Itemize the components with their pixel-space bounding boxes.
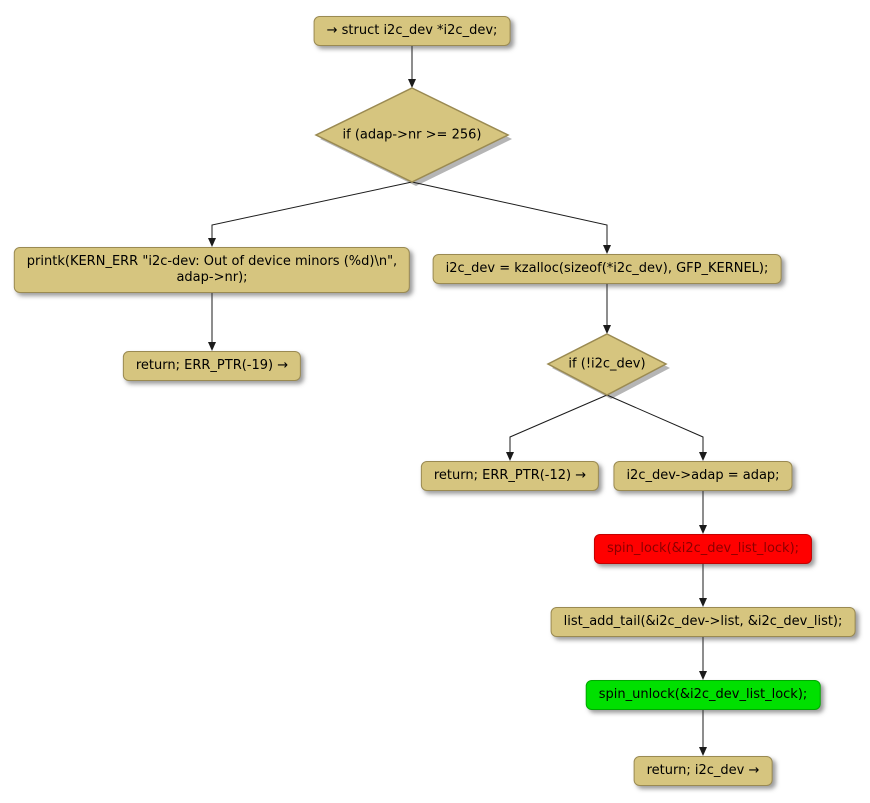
arrow-return12 [506,452,514,461]
arrow-cond-null [603,325,611,334]
arrow-return19 [208,342,216,351]
node-kzalloc: i2c_dev = kzalloc(sizeof(*i2c_dev), GFP_… [432,254,782,284]
node-list-add-tail: list_add_tail(&i2c_dev->list, &i2c_dev_l… [550,607,856,637]
arrow-kzalloc [603,245,611,254]
node-return-err-ptr-19: return; ERR_PTR(-19) → [122,351,302,381]
arrow-listadd [699,598,707,607]
label-cond-i2c-dev-null: if (!i2c_dev) [568,356,646,372]
printk-line-1: printk(KERN_ERR "i2c-dev: Out of device … [26,254,398,269]
node-spin-unlock: spin_unlock(&i2c_dev_list_lock); [585,680,821,710]
edge-cond-null-to-return12 [509,394,608,452]
arrow-return-dev [699,747,707,756]
arrow-assign [699,452,707,461]
label-cond-adap-nr: if (adap->nr >= 256) [342,127,482,143]
arrow-spinunlock [699,671,707,680]
printk-line-2: adap->nr); [176,270,248,285]
arrow-cond-nr [408,79,416,88]
arrow-printk [208,238,216,247]
node-return-i2c-dev: return; i2c_dev → [633,756,773,786]
edge-cond-null-to-assign [606,394,704,452]
node-declare-i2c-dev: → struct i2c_dev *i2c_dev; [313,16,511,46]
edge-cond-nr-to-kzalloc [411,181,608,245]
node-return-err-ptr-12: return; ERR_PTR(-12) → [420,461,600,491]
node-assign-adap: i2c_dev->adap = adap; [613,461,793,491]
arrow-spinlock [699,525,707,534]
edge-cond-nr-to-printk [211,181,413,238]
node-spin-lock: spin_lock(&i2c_dev_list_lock); [593,534,813,564]
node-printk-error: printk(KERN_ERR "i2c-dev: Out of device … [13,247,411,293]
